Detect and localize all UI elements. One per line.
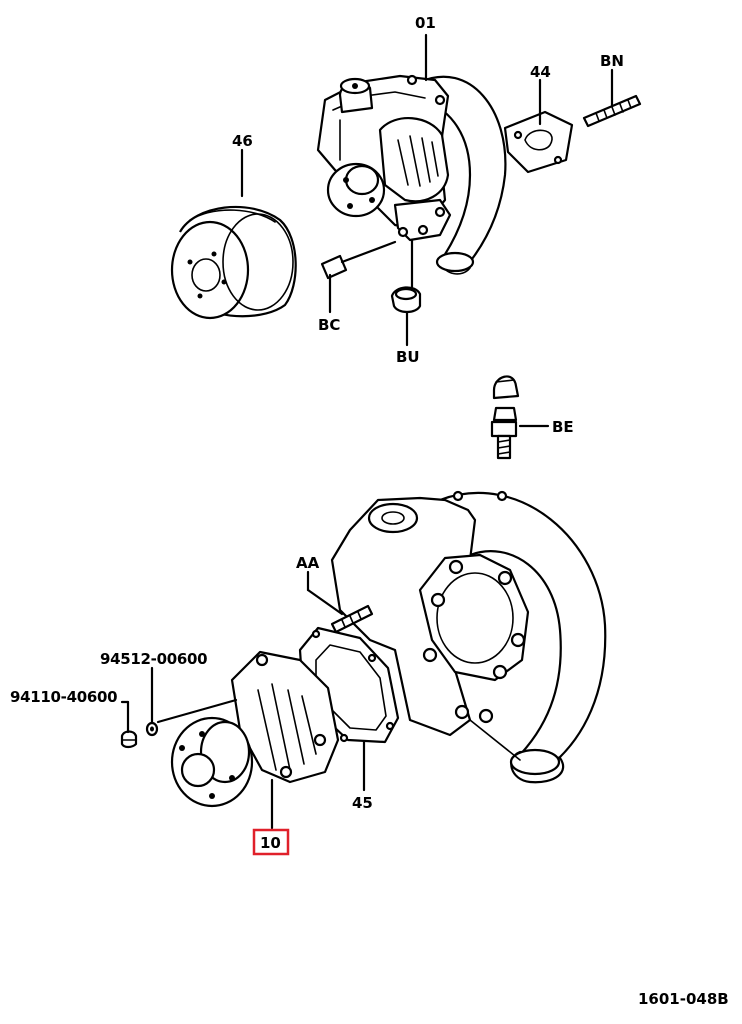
callout-10: 10 <box>260 834 281 852</box>
stud-AA[interactable] <box>330 604 374 634</box>
water-inlet-housing[interactable] <box>330 490 607 784</box>
callout-BC: BC <box>318 316 340 334</box>
bolt-BC[interactable] <box>320 240 397 280</box>
callout-10-highlight[interactable]: 10 <box>252 828 290 856</box>
callout-BU: BU <box>396 348 420 366</box>
highlight-box <box>252 828 290 856</box>
nut-BU[interactable] <box>390 286 422 314</box>
callout-BE: BE <box>552 418 574 436</box>
pulley-46[interactable] <box>170 205 297 320</box>
washer-94512-00600[interactable] <box>145 721 159 737</box>
leader-lines <box>120 33 614 830</box>
drain-cock-BE[interactable] <box>490 406 518 460</box>
callout-BN: BN <box>600 52 624 70</box>
nut-94110-40600[interactable] <box>120 730 138 749</box>
callout-44: 44 <box>530 63 551 81</box>
water-pump-assembly-01[interactable] <box>316 74 507 275</box>
cap-nut[interactable] <box>492 375 520 400</box>
water-pump-10[interactable] <box>170 650 340 808</box>
callout-01: 01 <box>415 14 436 32</box>
callout-94110-40600: 94110-40600 <box>10 688 117 706</box>
callout-46: 46 <box>232 132 253 150</box>
stud-BN[interactable] <box>582 94 642 128</box>
gasket-44[interactable] <box>503 110 574 174</box>
callout-45: 45 <box>352 794 373 812</box>
diagram-code: 1601-048B <box>638 990 729 1008</box>
callout-94512-00600: 94512-00600 <box>100 650 207 668</box>
callout-AA: AA <box>296 554 320 572</box>
